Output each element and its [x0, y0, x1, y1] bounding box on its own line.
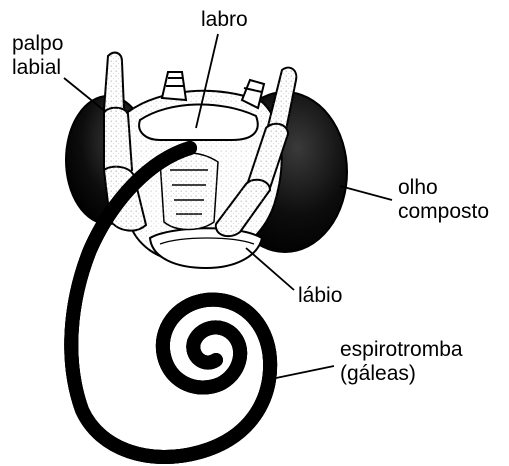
label-labro: labro [201, 8, 248, 32]
label-espirotromba-line1: espirotromba [340, 338, 463, 362]
label-palpo-labial-line1: palpo [12, 32, 63, 56]
leader-espirotromba [276, 366, 334, 378]
label-espirotromba-line2: (gáleas) [340, 362, 463, 386]
label-espirotromba: espirotromba (gáleas) [340, 338, 463, 386]
labium [150, 228, 262, 268]
leader-olho-composto [340, 186, 392, 200]
leader-labio [246, 248, 294, 290]
label-palpo-labial: palpo labial [12, 32, 63, 80]
label-olho-composto: olho composto [398, 176, 489, 224]
label-olho-composto-line1: olho [398, 176, 489, 200]
label-labio: lábio [298, 284, 342, 308]
label-palpo-labial-line2: labial [12, 56, 63, 80]
label-olho-composto-line2: composto [398, 200, 489, 224]
